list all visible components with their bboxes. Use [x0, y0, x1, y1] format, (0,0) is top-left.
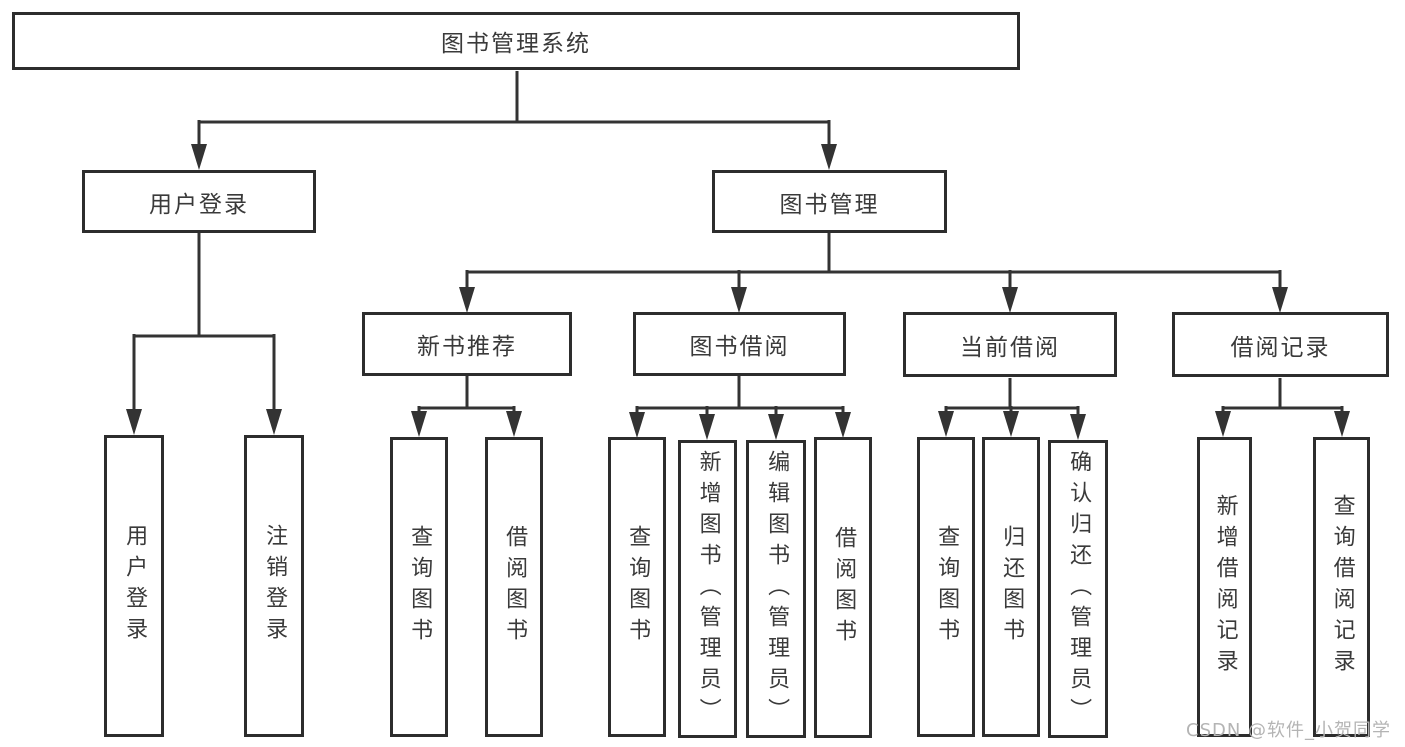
leaf-borrow-book-2-label: 借阅图书: [831, 525, 857, 650]
leaf-query-book-1: 查询图书: [390, 437, 448, 737]
leaf-return-book: 归还图书: [982, 437, 1040, 737]
node-book-borrow-label: 图书借阅: [689, 334, 790, 360]
leaf-edit-book-label: 编辑图书（管理员）: [764, 449, 790, 729]
node-book-borrow: 图书借阅: [633, 312, 846, 376]
leaf-logout-label: 注销登录: [262, 524, 288, 648]
leaf-add-book-label: 新增图书（管理员）: [695, 449, 721, 729]
leaf-borrow-book-1: 借阅图书: [485, 437, 543, 737]
node-current-borrow-label: 当前借阅: [960, 334, 1060, 361]
leaf-confirm-return-label: 确认归还（管理员）: [1066, 449, 1092, 729]
arrow-icon: [266, 409, 282, 435]
arrow-icon: [411, 411, 427, 437]
leaf-add-book: 新增图书（管理员）: [678, 440, 737, 738]
edge-new-book-bus: [417, 376, 516, 413]
csdn-watermark: CSDN @软件_小贺同学: [1186, 720, 1392, 741]
leaf-return-book-label: 归还图书: [999, 525, 1025, 649]
leaf-add-record: 新增借阅记录: [1197, 437, 1252, 737]
leaf-query-book-1-label: 查询图书: [407, 525, 433, 649]
arrow-icon: [1002, 287, 1018, 313]
leaf-query-book-2: 查询图书: [608, 437, 666, 737]
arrow-icon: [1003, 411, 1019, 437]
leaf-confirm-return: 确认归还（管理员）: [1048, 440, 1108, 738]
arrow-icon: [835, 412, 851, 438]
leaf-edit-book: 编辑图书（管理员）: [746, 440, 806, 738]
leaf-query-book-3-label: 查询图书: [934, 525, 960, 649]
edge-book-borrow-bus: [635, 376, 845, 415]
arrow-icon: [821, 144, 837, 170]
node-user-login: 用户登录: [82, 170, 316, 233]
node-current-borrow: 当前借阅: [903, 312, 1117, 377]
leaf-add-record-label: 新增借阅记录: [1212, 494, 1238, 680]
arrow-icon: [1334, 411, 1350, 437]
arrowheads: [126, 144, 1350, 440]
arrow-icon: [191, 144, 207, 170]
leaf-borrow-book-2: 借阅图书: [814, 437, 872, 738]
arrow-icon: [1070, 414, 1086, 440]
arrow-icon: [1215, 411, 1231, 437]
node-root-label: 图书管理系统: [441, 31, 591, 57]
node-book-mgmt: 图书管理: [712, 170, 947, 233]
arrow-icon: [699, 414, 715, 440]
arrow-icon: [126, 409, 142, 435]
arrow-icon: [731, 287, 747, 313]
leaf-query-book-2-label: 查询图书: [625, 525, 651, 649]
leaf-query-record: 查询借阅记录: [1313, 437, 1370, 737]
arrow-icon: [629, 412, 645, 438]
leaf-logout: 注销登录: [244, 435, 304, 737]
arrow-icon: [1272, 287, 1288, 313]
arrow-icon: [459, 287, 475, 313]
node-new-book-rec: 新书推荐: [362, 312, 572, 376]
node-borrow-records: 借阅记录: [1172, 312, 1389, 377]
edge-user-login-bus: [132, 233, 276, 411]
arrow-icon: [938, 411, 954, 437]
arrow-icon: [506, 411, 522, 437]
leaf-borrow-book-1-label: 借阅图书: [502, 525, 528, 649]
node-borrow-records-label: 借阅记录: [1230, 334, 1331, 361]
arrow-icon: [768, 414, 784, 440]
node-root: 图书管理系统: [12, 12, 1020, 70]
node-new-book-rec-label: 新书推荐: [417, 334, 517, 360]
node-book-mgmt-label: 图书管理: [779, 191, 880, 218]
leaf-query-record-label: 查询借阅记录: [1329, 494, 1355, 680]
leaf-user-login-label: 用户登录: [122, 524, 148, 648]
edge-current-borrow-bus: [944, 378, 1080, 414]
node-user-login-label: 用户登录: [149, 191, 249, 218]
edge-root-bus: [197, 71, 831, 146]
edge-borrow-records-bus: [1221, 378, 1344, 413]
leaf-user-login: 用户登录: [104, 435, 164, 737]
edge-book-mgmt-bus: [465, 233, 1282, 289]
leaf-query-book-3: 查询图书: [917, 437, 975, 737]
